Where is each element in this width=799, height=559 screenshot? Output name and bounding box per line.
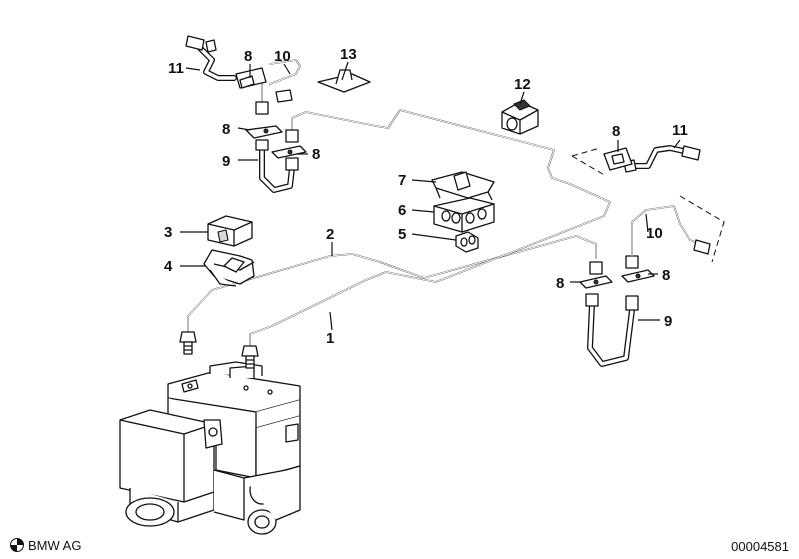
line-10-rear-right: [631, 205, 711, 257]
callout-8-front-left-upper: 8: [222, 121, 230, 138]
bracket-rear-right: [603, 147, 633, 171]
callout-1: 1: [326, 330, 334, 347]
line-fitting-left: [179, 331, 197, 355]
callout-8-front-left-bracket: 8: [244, 48, 252, 65]
brake-line-2: [187, 235, 597, 333]
callout-2: 2: [326, 226, 334, 243]
callout-8-front-left-lower: 8: [312, 146, 320, 163]
callout-12: 12: [514, 76, 531, 93]
clip-4: [203, 249, 255, 287]
callouts: 11 8 10 13 12 8 9 8 7 6 5 3 4 2 1 8 11 1…: [164, 46, 688, 347]
callout-8-rear-right-left: 8: [556, 275, 564, 292]
callout-10-rear-right: 10: [646, 225, 663, 242]
document-number: 00004581: [731, 539, 789, 554]
hose-rear-right: [585, 255, 639, 367]
brake-line-1: [249, 109, 611, 347]
hydraulic-unit: [119, 361, 301, 535]
callout-9-front-left: 9: [222, 153, 230, 170]
line-11-front-left: [185, 35, 237, 81]
line-11-rear-right: [623, 145, 701, 173]
clip-12: [501, 99, 539, 135]
callout-13: 13: [340, 46, 357, 63]
callout-8-rear-right-bracket: 8: [612, 123, 620, 140]
clip-rear-right-right: [621, 269, 655, 283]
clip-3: [207, 215, 253, 247]
line-fitting-right: [241, 345, 259, 369]
callout-8-rear-right-right: 8: [662, 267, 670, 284]
callout-11-front-left: 11: [168, 60, 184, 77]
clip-5: [455, 231, 479, 253]
leader-lines: [180, 61, 681, 331]
clip-6: [433, 197, 495, 233]
bracket-front-left: [235, 67, 267, 89]
callout-7: 7: [398, 172, 406, 189]
bmw-roundel-icon: [10, 538, 24, 552]
clip-front-left-upper: [245, 125, 283, 139]
callout-6: 6: [398, 202, 406, 219]
brand-footer: BMW AG: [10, 538, 81, 553]
clip-7: [431, 171, 495, 201]
clip-13: [317, 69, 371, 93]
callout-11-rear-right: 11: [672, 122, 688, 139]
callout-5: 5: [398, 226, 406, 243]
hose-front-left: [255, 129, 299, 193]
callout-4: 4: [164, 258, 173, 275]
clip-rear-right-left: [579, 275, 613, 289]
rear-axle-outline: [571, 147, 725, 263]
clip-front-left-lower: [271, 145, 307, 159]
callout-9-rear-right: 9: [664, 313, 672, 330]
callout-10-front-left: 10: [274, 48, 291, 65]
line-10-front-left: [239, 59, 301, 115]
brand-name: BMW AG: [28, 538, 82, 553]
callout-3: 3: [164, 224, 172, 241]
